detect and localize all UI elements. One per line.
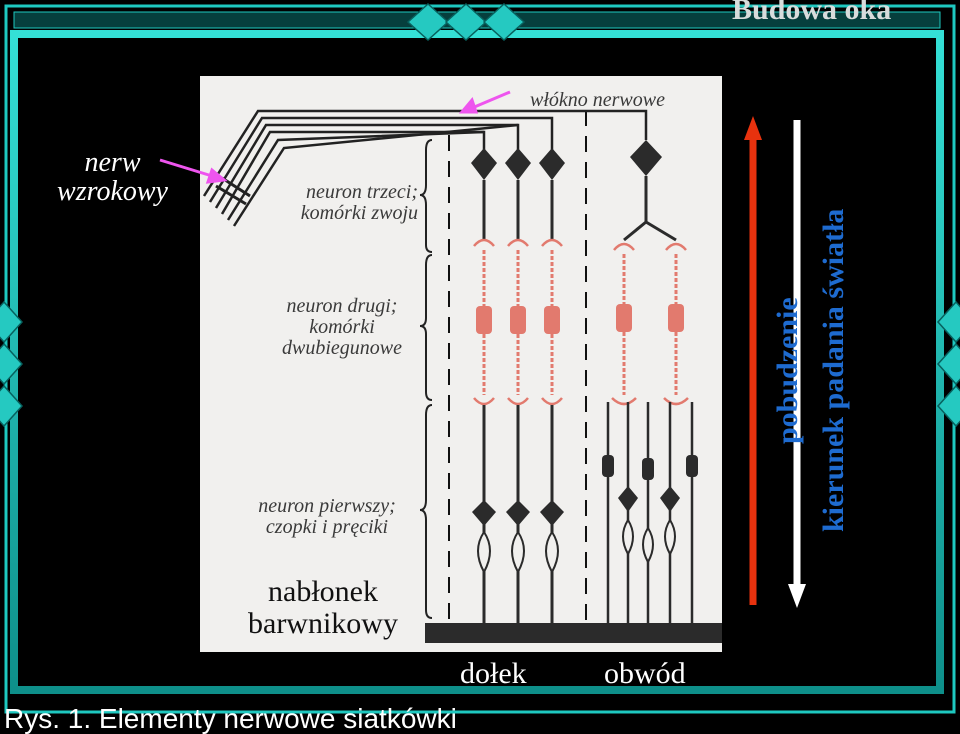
ganglion-cell	[630, 140, 662, 176]
layer-braces	[419, 139, 433, 619]
cone-segment	[642, 526, 654, 565]
third-neuron-label: neuron trzeci; komórki zwoju	[300, 181, 418, 224]
fovea-label: dołek	[460, 657, 527, 690]
periphery-label: obwód	[604, 657, 686, 690]
cone-nucleus	[472, 500, 496, 526]
cone-segment	[545, 530, 559, 575]
ganglion-cell	[505, 148, 531, 180]
figure-caption: Rys. 1. Elementy nerwowe siatkówki	[4, 703, 457, 734]
frame-top-diamonds	[406, 2, 526, 42]
nerve-fiber-label: włókno nerwowe	[530, 89, 665, 111]
bipolar-cell	[616, 304, 632, 332]
ganglion-cell	[471, 148, 497, 180]
bipolar-cell	[510, 306, 526, 334]
cone-segment	[622, 518, 634, 557]
pigment-epithelium-label: nabłonek barwnikowy	[248, 575, 398, 640]
bipolar-cell	[668, 304, 684, 332]
diagram-panel	[200, 76, 722, 652]
periphery-column	[602, 140, 698, 625]
cone-nucleus	[660, 486, 680, 512]
cone-segment	[477, 530, 491, 575]
light-direction-arrow	[788, 120, 806, 608]
excitation-arrow	[744, 116, 762, 605]
optic-nerve-label: nerw wzrokowy	[57, 147, 168, 208]
rod-nucleus	[686, 455, 698, 477]
cone-segment	[664, 518, 676, 557]
frame-left-diamonds	[0, 300, 24, 428]
slide-title: Budowa oka	[732, 0, 892, 26]
excitation-label: pobudzenie	[771, 297, 804, 444]
fovea-column	[471, 148, 565, 625]
rod-nucleus	[642, 458, 654, 480]
bipolar-cell	[544, 306, 560, 334]
cone-nucleus	[618, 486, 638, 512]
region-boundaries	[448, 110, 587, 625]
light-direction-label: kierunek padania światła	[817, 208, 850, 532]
pigment-epithelium-layer	[425, 623, 722, 643]
second-neuron-label: neuron drugi; komórki dwubiegunowe	[282, 295, 402, 359]
first-neuron-label: neuron pierwszy; czopki i pręciki	[258, 495, 396, 538]
bipolar-cell	[476, 306, 492, 334]
cone-segment	[511, 530, 525, 575]
ganglion-cell	[539, 148, 565, 180]
rod-nucleus	[602, 455, 614, 477]
cone-nucleus	[540, 500, 564, 526]
pointer-arrows	[159, 90, 511, 184]
cone-nucleus	[506, 500, 530, 526]
frame-right-diamonds	[936, 300, 960, 428]
